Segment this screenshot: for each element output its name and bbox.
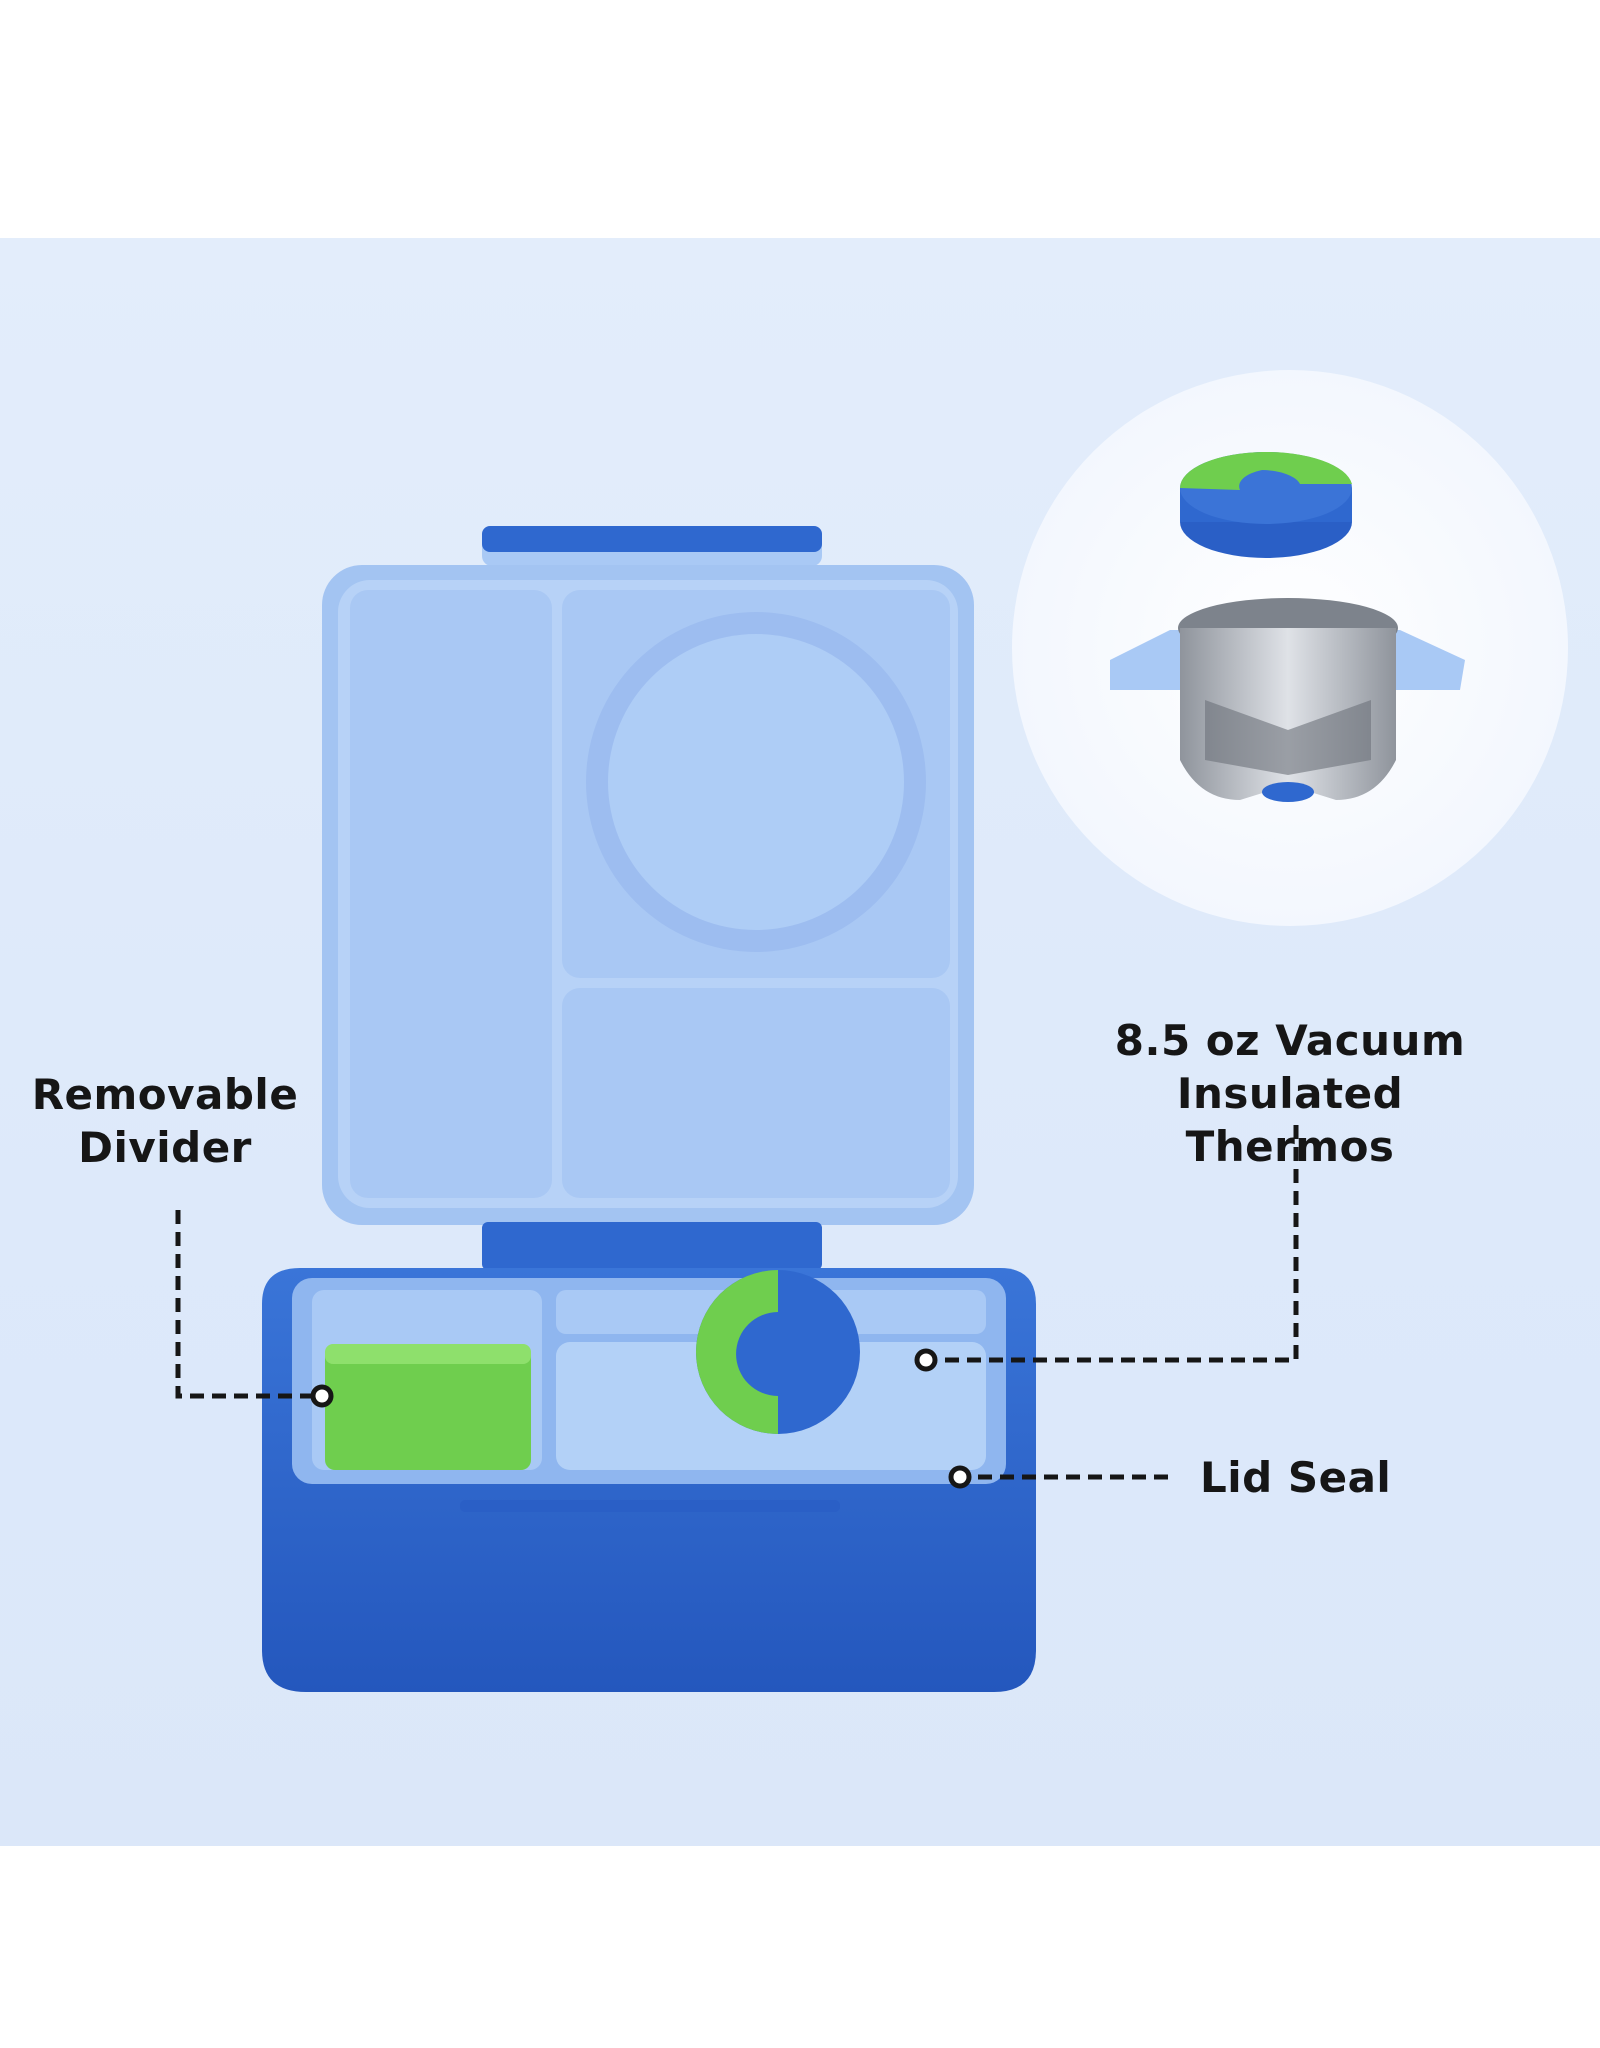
thermos-cap-icon xyxy=(696,1270,860,1434)
thermos-lid-icon xyxy=(1179,451,1352,558)
hinge xyxy=(482,1222,822,1270)
callout-line: Insulated Thermos xyxy=(1176,1069,1404,1171)
thermos-inset xyxy=(1012,370,1568,926)
callout-line: 8.5 oz Vacuum xyxy=(1114,1016,1466,1065)
callout-divider-line xyxy=(175,1210,334,1408)
callout-removable-divider: Removable Divider xyxy=(20,1068,310,1174)
callout-lid-seal: Lid Seal xyxy=(1200,1451,1400,1504)
callout-line: Removable xyxy=(31,1070,299,1119)
thermos-body-icon xyxy=(1110,598,1465,802)
callout-line: Lid Seal xyxy=(1200,1453,1392,1502)
lunchbox-base xyxy=(262,1268,1036,1692)
callout-seal-line xyxy=(948,1465,1168,1489)
callout-thermos-line xyxy=(914,1125,1299,1372)
divider-insert xyxy=(325,1344,531,1470)
lunchbox-lid xyxy=(322,526,974,1225)
callout-line: Divider xyxy=(78,1123,252,1172)
callout-thermos: 8.5 oz Vacuum Insulated Thermos xyxy=(1070,1014,1510,1173)
